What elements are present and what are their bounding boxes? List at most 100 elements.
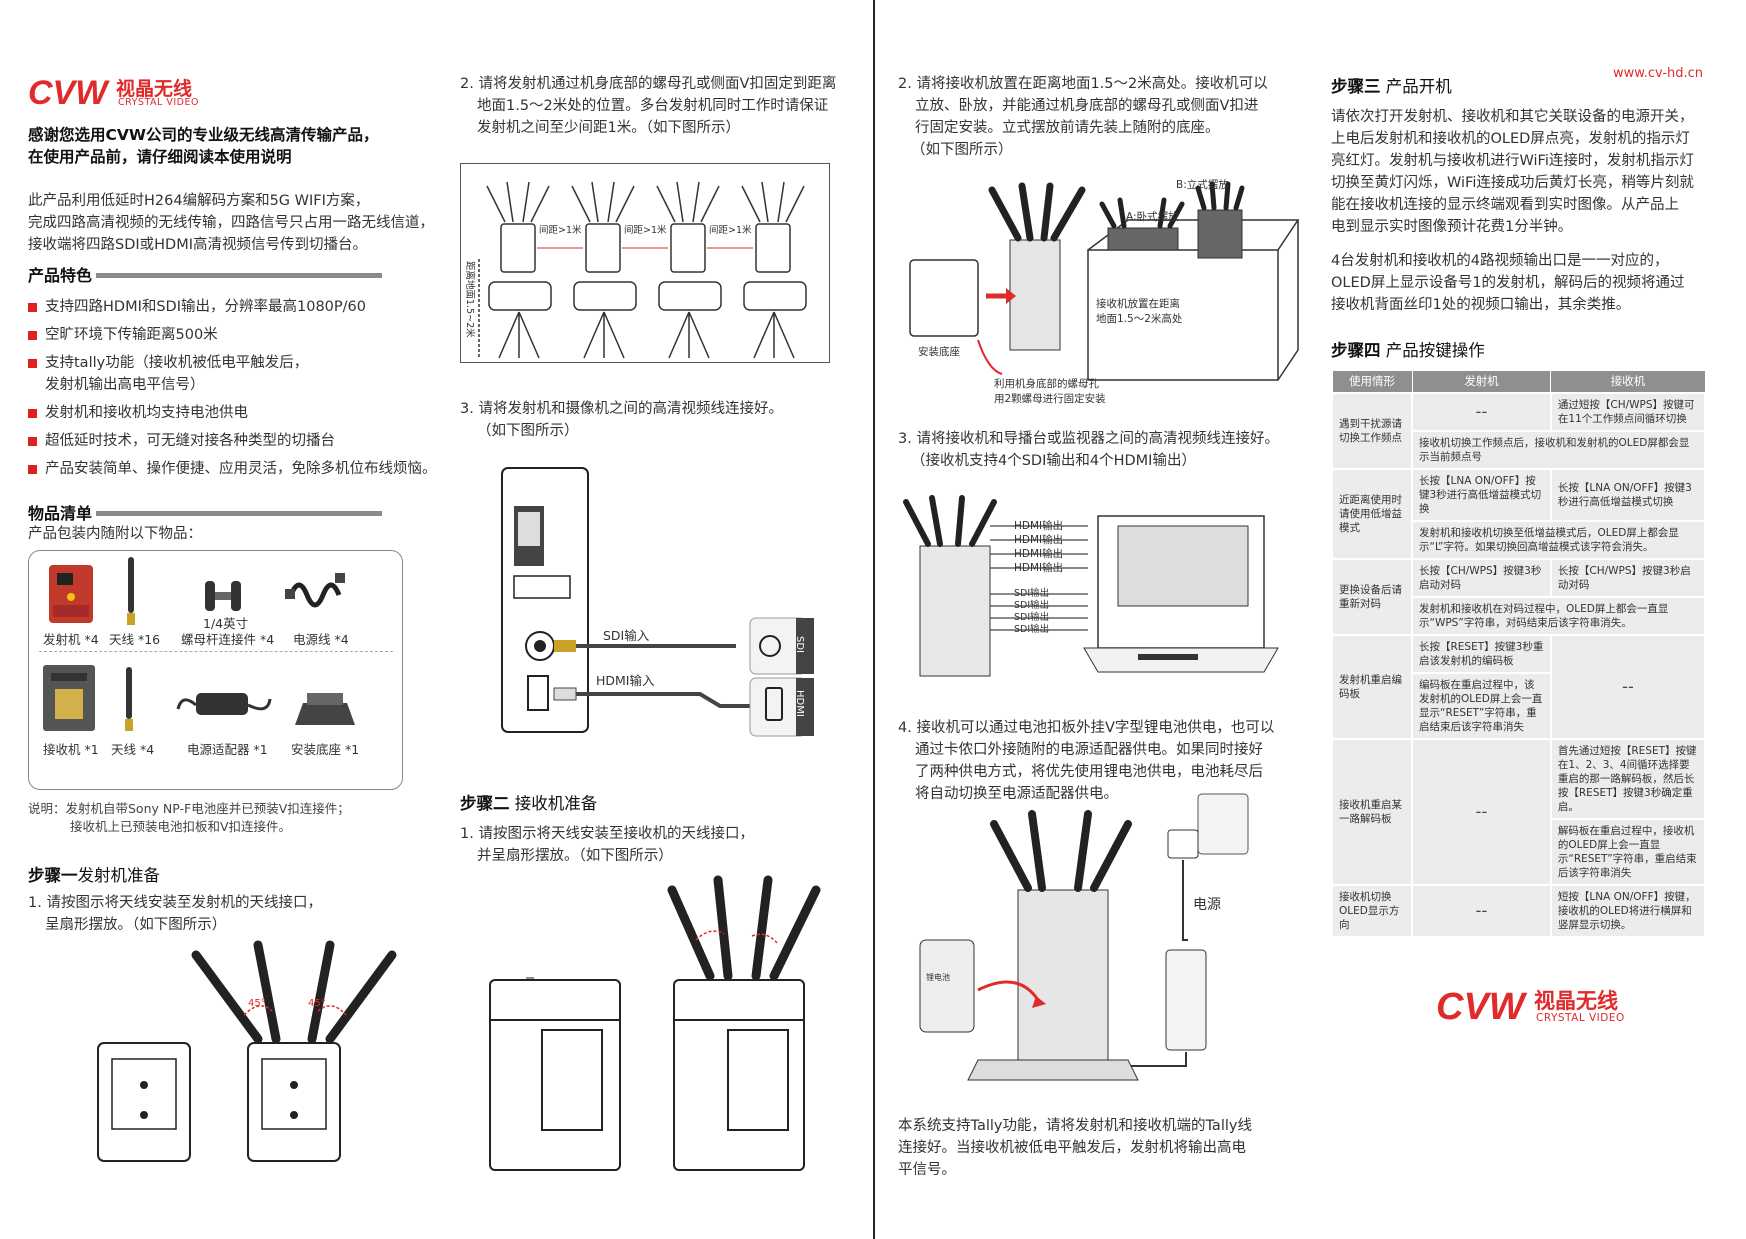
nut-rod-connector-icon (205, 581, 241, 611)
column-1: CVW 视晶无线 CRYSTAL VIDEO 感谢您选用CVW公司的专业级无线高… (28, 0, 438, 1239)
bullet-icon (28, 465, 37, 474)
site-url[interactable]: www.cv-hd.cn (1613, 66, 1704, 81)
gap-label: 间距>1米 (624, 225, 667, 236)
step3-para-1: 请依次打开发射机、接收机和其它关联设备的电源开关， 上电后发射机和接收机的OLE… (1331, 109, 1694, 235)
brand-logo: CVW 视晶无线 CRYSTAL VIDEO (28, 74, 228, 112)
hdmi-input-label: HDMI输入 (596, 673, 655, 688)
table-row: 接收机切换工作频点后，接收机和发射机的OLED屏都会显示当前频点号 (1332, 429, 1706, 470)
nut-label-1: 利用机身底部的螺母孔 (994, 378, 1099, 390)
intro-desc-line: 此产品利用低延时H264编解码方案和5G WIFI方案， (28, 193, 370, 209)
table-cell: 近距离使用时请使用低增益模式 (1331, 467, 1413, 560)
bullet-icon (28, 437, 37, 446)
button-operations-table: 使用情形 发射机 接收机 遇到干扰源请切换工作频点 -- 通过短按【CH/WPS… (1331, 370, 1707, 938)
hdmi-out-label: HDMI输出 (1014, 520, 1064, 532)
table-cell: 短按【LNA ON/OFF】按键，接收机的OLED将进行横屏和竖屏显示切换。 (1549, 883, 1707, 938)
c2-p2-line: 2. 请将发射机通过机身底部的螺母孔或侧面V扣固定到距离 (460, 76, 837, 92)
receiver-icon (43, 665, 95, 731)
antenna-icon (125, 667, 133, 731)
packing-title: 物品清单 (28, 504, 93, 523)
packing-item-label: 电源适配器 *1 (187, 742, 268, 757)
sdi-out-label: SDI输出 (1014, 600, 1050, 611)
table-cell: 编码板在重启过程中，该发射机的OLED屏上会一直显示“RESET”字符串，重启结… (1411, 671, 1552, 740)
feature-item: 支持tally功能（接收机被低电平触发后，发射机输出高电平信号） (28, 352, 438, 396)
table-cell: 长按【CH/WPS】按键3秒启动对码 (1549, 557, 1707, 598)
table-cell: 接收机切换OLED显示方向 (1331, 883, 1413, 938)
table-header: 接收机 (1550, 370, 1706, 393)
power-adapter-icon (176, 693, 272, 715)
c3-tally-line: 连接好。当接收机被低电平触发后，发射机将输出高电 (898, 1140, 1246, 1156)
brand-en: CRYSTAL VIDEO (118, 97, 199, 108)
c3-p4-line: 通过卡侬口外接随附的电源适配器供电。如果同时接好 (915, 742, 1263, 758)
table-cell: 接收机切换工作频点后，接收机和发射机的OLED屏都会显示当前频点号 (1411, 429, 1706, 470)
transmitters-on-cameras-icon (478, 181, 807, 359)
transmitter-camera-connection-diagram (501, 467, 814, 737)
transmitter-icon (49, 565, 93, 623)
cvw-logo-icon: CVW (1436, 986, 1528, 1028)
column-4: www.cv-hd.cn 步骤三 产品开机 请依次打开发射机、接收机和其它关联设… (1331, 0, 1731, 1239)
hdmi-out-label: HDMI输出 (1014, 534, 1064, 546)
lay-label: A:卧式摆放 (1126, 211, 1179, 223)
svg-text:CVW: CVW (1436, 986, 1528, 1028)
table-cell: -- (1411, 883, 1552, 938)
table-cell: 首先通过短按【RESET】按键在1、2、3、4间循环选择要重启的那一路解码板，然… (1549, 737, 1707, 820)
intro-desc-line: 接收端将四路SDI或HDMI高清视频信号传到切播台。 (28, 237, 367, 253)
feature-item: 支持四路HDMI和SDI输出，分辨率最高1080P/60 (28, 296, 438, 318)
sdi-out-label: SDI输出 (1014, 624, 1050, 635)
intro-desc: 此产品利用低延时H264编解码方案和5G WIFI方案， 完成四路高清视频的无线… (28, 190, 438, 256)
table-cell: 发射机和接收机在对码过程中，OLED屏上都会一直显示“WPS”字符串，对码结束后… (1411, 595, 1706, 636)
table-cell: 发射机重启编码板 (1331, 633, 1413, 740)
features-heading: 产品特色 (28, 262, 382, 286)
gap-label: 间距>1米 (539, 225, 582, 236)
c2-s2-line: 并呈扇形摆放。（如下图所示） (477, 848, 673, 864)
packing-item-label: 螺母杆连接件 *4 (181, 632, 275, 647)
table-cell: -- (1549, 633, 1707, 740)
table-cell: 解码板在重启过程中，接收机的OLED屏上会一直显示“RESET”字符串，重启结束… (1549, 817, 1707, 886)
bullet-icon (28, 303, 37, 312)
table-cell: 接收机重启某一路解码板 (1331, 737, 1413, 886)
step4-heading: 步骤四 产品按键操作 (1331, 341, 1485, 360)
c3-p2-line: （如下图所示） (911, 142, 1013, 158)
packing-note-2: 接收机上已预装电池扣板和V扣连接件。 (70, 819, 292, 834)
table-row: 发射机和接收机在对码过程中，OLED屏上都会一直显示“WPS”字符串，对码结束后… (1332, 595, 1706, 636)
fold-line (873, 0, 875, 1239)
packing-intro: 产品包装内随附以下物品： (28, 526, 202, 542)
brand-cn: 视晶无线 (1534, 989, 1618, 1013)
nut-label-2: 用2颗螺母进行固定安装 (994, 393, 1106, 405)
receiver-placement-diagram (909, 181, 1300, 381)
sdi-input-label: SDI输入 (603, 628, 650, 643)
multi-transmitter-diagram: 间距>1米 间距>1米 间距>1米 距离地面1.5~2米 (460, 163, 830, 363)
table-header-row: 使用情形 发射机 接收机 (1331, 370, 1706, 393)
hdmi-out-label: HDMI输出 (1014, 548, 1064, 560)
intro-title-1: 感谢您选用CVW公司的专业级无线高清传输产品， (28, 126, 379, 144)
packing-item-label: 发射机 *4 (43, 632, 99, 647)
intro-desc-line: 完成四路高清视频的无线传输，四路信号只占用一路无线信道， (28, 215, 434, 231)
table-row: 接收机重启某一路解码板 -- 首先通过短按【RESET】按键在1、2、3、4间循… (1331, 737, 1707, 886)
angle-label: 45° (248, 998, 266, 1009)
table-row: 近距离使用时请使用低增益模式 长按【LNA ON/OFF】按键3秒进行高低增益模… (1331, 467, 1707, 560)
cvw-logo-icon: CVW (28, 74, 110, 112)
place-label-1: 接收机放置在距离 (1096, 298, 1180, 310)
table-cell: 长按【LNA ON/OFF】按键3秒进行高低增益模式切换 (1549, 467, 1707, 522)
power-label: 电源 (1193, 897, 1221, 913)
mount-base-icon (295, 693, 355, 725)
bullet-icon (28, 359, 37, 368)
column-3: 2. 请将接收机放置在距离地面1.5～2米高处。接收机可以 立放、卧放，并能通过… (898, 0, 1308, 1239)
c3-p4-line: 将自动切换至电源适配器供电。 (915, 786, 1118, 802)
table-cell: 更换设备后请重新对码 (1331, 557, 1413, 636)
table-row: 发射机重启编码板 长按【RESET】按键3秒重启该发射机的编码板 -- (1331, 633, 1707, 740)
bullet-icon (28, 409, 37, 418)
table-cell: 长按【LNA ON/OFF】按键3秒进行高低增益模式切换 (1411, 467, 1552, 522)
base-label: 安装底座 (918, 346, 960, 358)
table-header: 发射机 (1411, 370, 1552, 393)
angle-label: 45° (308, 998, 326, 1009)
feature-item: 空旷环境下传输距离500米 (28, 324, 438, 346)
svg-text:CVW: CVW (28, 74, 110, 112)
table-row: 编码板在重启过程中，该发射机的OLED屏上会一直显示“RESET”字符串，重启结… (1332, 671, 1705, 740)
packing-divider (39, 651, 393, 652)
sdi-port-label: SDI (794, 636, 805, 653)
c2-p2-line: 地面1.5～2米处的位置。多台发射机同时工作时请保证 (477, 98, 829, 114)
packing-item-label: 天线 *16 (109, 632, 161, 647)
brand-cn: 视晶无线 (116, 78, 193, 100)
c3-p4-line: 4. 接收机可以通过电池扣板外挂V字型锂电池供电，也可以 (898, 720, 1275, 736)
step3-para-2: 4台发射机和接收机的4路视频输出口是一一对应的， OLED屏上显示设备号1的发射… (1331, 253, 1685, 313)
